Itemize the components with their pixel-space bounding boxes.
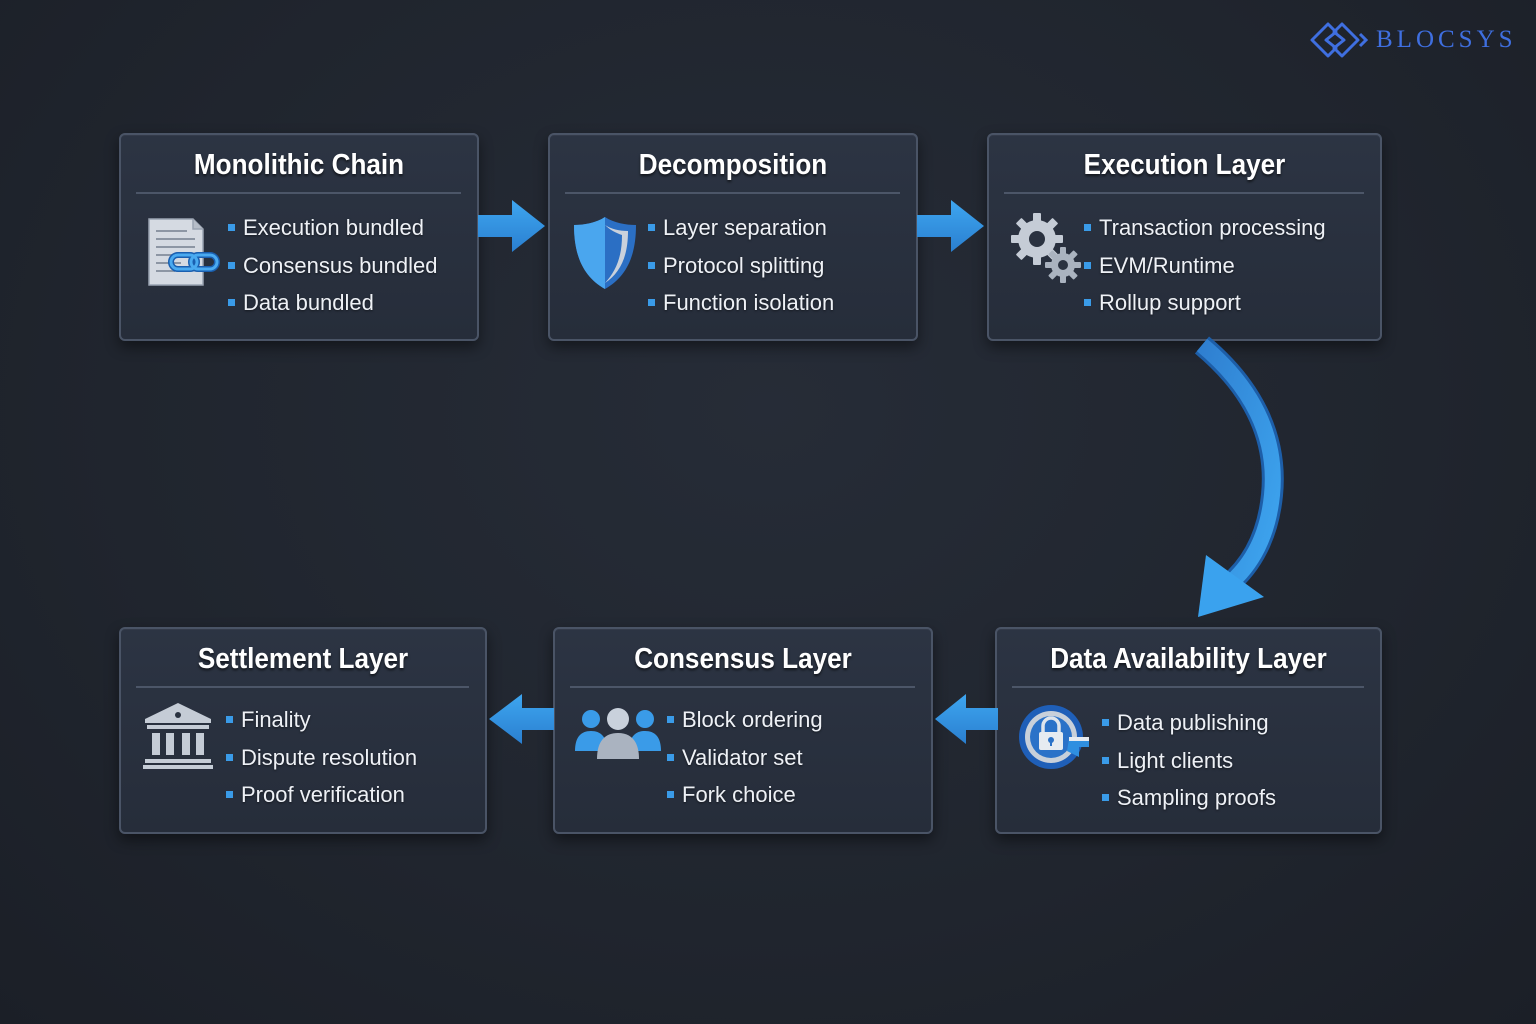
card-title: Decomposition [638,149,828,181]
gears-icon [1011,213,1081,283]
card-consensus-layer: Consensus Layer Block ordering Validator… [553,627,933,834]
card-title: Execution Layer [1083,149,1286,181]
title-divider [136,686,469,688]
list-item: Consensus bundled [228,247,437,285]
list-item: Light clients [1102,742,1276,780]
card-items: Block ordering Validator set Fork choice [667,701,823,814]
title-divider [136,192,461,194]
card-items: Layer separation Protocol splitting Func… [648,209,834,322]
card-title: Data Availability Layer [1050,643,1327,675]
list-item: Execution bundled [228,209,437,247]
arrow-left-icon [935,694,998,744]
card-title: Monolithic Chain [193,149,405,181]
list-item: Block ordering [667,701,823,739]
card-data-availability-layer: Data Availability Layer Data publishing … [995,627,1382,834]
arrow-right-icon [478,200,545,252]
title-divider [1004,192,1364,194]
card-items: Execution bundled Consensus bundled Data… [228,209,437,322]
card-decomposition: Decomposition Layer separation Protocol … [548,133,918,341]
list-item: Rollup support [1084,284,1326,322]
list-item: Finality [226,701,417,739]
card-settlement-layer: Settlement Layer Finality Dispute resolu… [119,627,487,834]
arrow-right-icon [917,200,984,252]
logo-text: BLOCSYS [1376,26,1517,53]
card-title: Consensus Layer [634,643,852,675]
logo-mark-icon [1310,22,1369,58]
list-item: Dispute resolution [226,739,417,777]
list-item: Sampling proofs [1102,779,1276,817]
list-item: Data bundled [228,284,437,322]
card-items: Transaction processing EVM/Runtime Rollu… [1084,209,1326,322]
list-item: Layer separation [648,209,834,247]
title-divider [1012,686,1364,688]
list-item: Proof verification [226,776,417,814]
bank-icon [143,703,213,769]
users-icon [575,708,661,759]
lock-refresh-icon [1019,705,1089,769]
list-item: Function isolation [648,284,834,322]
list-item: EVM/Runtime [1084,247,1326,285]
title-divider [570,686,915,688]
card-items: Finality Dispute resolution Proof verifi… [226,701,417,814]
list-item: Data publishing [1102,704,1276,742]
shield-icon [574,217,636,289]
card-items: Data publishing Light clients Sampling p… [1102,704,1276,817]
document-link-icon [148,218,220,286]
card-execution-layer: Execution Layer Transaction processing E… [987,133,1382,341]
arrow-left-icon [489,694,554,744]
list-item: Fork choice [667,776,823,814]
blocsys-logo: BLOCSYS [1308,18,1513,62]
list-item: Protocol splitting [648,247,834,285]
list-item: Validator set [667,739,823,777]
card-title: Settlement Layer [197,643,409,675]
arrow-curved-down-icon [1194,336,1284,617]
list-item: Transaction processing [1084,209,1326,247]
title-divider [565,192,900,194]
card-monolithic-chain: Monolithic Chain Execution bundled Conse… [119,133,479,341]
